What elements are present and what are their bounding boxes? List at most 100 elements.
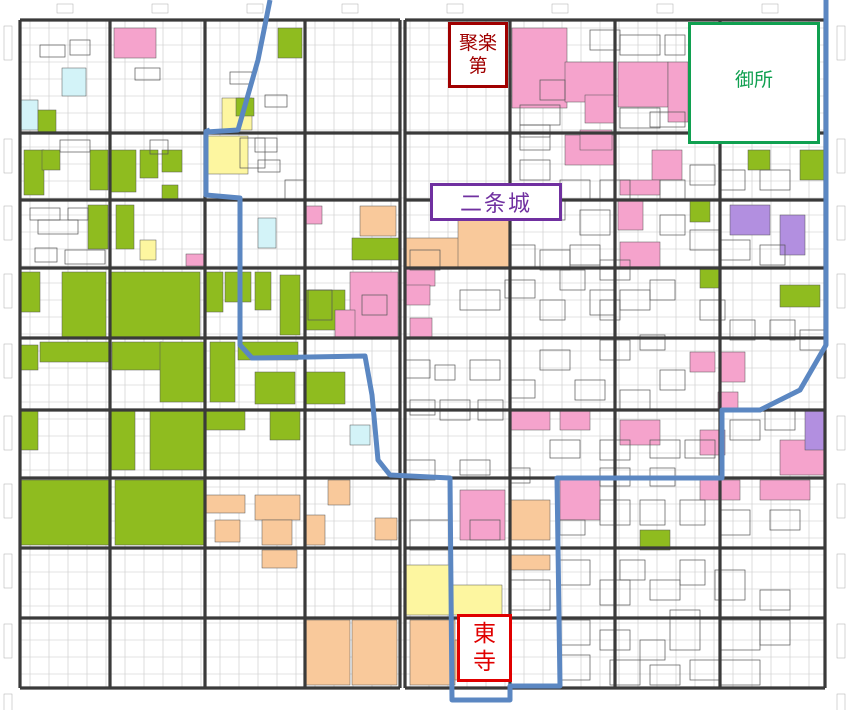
land-block (619, 179, 661, 196)
row-marker (3, 343, 13, 379)
land-block (303, 205, 323, 225)
building-outline (669, 609, 701, 651)
row-marker (3, 273, 13, 309)
land-block (23, 149, 45, 196)
building-outline (684, 439, 716, 459)
land-block (19, 271, 41, 313)
land-block (139, 149, 159, 179)
nijojo-label: 二条城 (430, 183, 562, 221)
building-outline (67, 207, 89, 221)
land-block (404, 284, 431, 306)
land-block (374, 517, 398, 541)
land-block (19, 99, 39, 131)
building-outline (229, 71, 253, 85)
building-outline (539, 79, 566, 101)
column-marker (761, 3, 779, 14)
land-block (459, 489, 506, 541)
land-block (559, 479, 601, 521)
land-block (279, 274, 301, 336)
land-block (747, 149, 771, 171)
row-marker (836, 553, 846, 589)
land-block (327, 479, 351, 506)
land-block (304, 514, 326, 546)
building-outline (459, 459, 491, 476)
land-block (359, 205, 397, 237)
building-outline (689, 229, 721, 251)
building-outline (719, 239, 751, 261)
building-outline (679, 499, 706, 526)
row-marker (836, 25, 846, 61)
building-outline (589, 289, 616, 316)
land-block (689, 351, 716, 373)
column-marker (656, 3, 674, 14)
building-outline (689, 164, 716, 186)
building-outline (649, 439, 681, 459)
land-block (257, 217, 277, 249)
building-outline (759, 619, 791, 646)
building-outline (639, 499, 666, 526)
building-outline (729, 419, 761, 441)
building-outline (254, 137, 278, 153)
land-block (779, 284, 821, 308)
building-outline (719, 169, 746, 191)
row-marker (836, 138, 846, 174)
land-block (559, 409, 591, 431)
building-outline (619, 559, 646, 581)
row-marker (3, 415, 13, 451)
land-block (61, 271, 107, 338)
building-outline (649, 579, 681, 601)
building-outline (307, 289, 333, 321)
building-outline (619, 107, 661, 129)
building-outline (504, 279, 536, 299)
building-outline (257, 159, 281, 173)
land-block (204, 494, 246, 514)
land-block (451, 584, 503, 616)
row-marker (3, 205, 13, 241)
land-block (109, 409, 136, 471)
building-outline (519, 124, 551, 138)
building-outline (539, 349, 571, 371)
building-outline (689, 659, 721, 681)
land-block (261, 549, 298, 569)
building-outline (559, 269, 586, 291)
building-outline (759, 244, 786, 266)
building-outline (29, 207, 61, 221)
building-outline (574, 379, 606, 401)
land-block (209, 341, 236, 403)
land-block (729, 204, 771, 236)
land-block (617, 199, 644, 231)
building-outline (549, 439, 581, 459)
building-outline (509, 244, 536, 268)
land-block (719, 351, 746, 383)
building-outline (659, 369, 686, 391)
land-block (304, 371, 346, 405)
building-outline (59, 139, 91, 153)
land-block (185, 253, 205, 267)
building-outline (559, 179, 591, 201)
row-marker (836, 273, 846, 309)
land-block (457, 219, 511, 269)
land-block (579, 129, 613, 151)
row-marker (836, 415, 846, 451)
building-outline (619, 34, 661, 56)
land-block (619, 419, 661, 446)
land-block (639, 529, 671, 551)
row-marker (836, 343, 846, 379)
building-outline (729, 319, 756, 341)
land-block (109, 271, 201, 338)
land-block (109, 149, 137, 193)
row-marker (836, 623, 846, 659)
row-marker (836, 693, 846, 710)
row-marker (3, 138, 13, 174)
building-outline (569, 244, 601, 266)
column-marker (446, 3, 464, 14)
land-block (509, 409, 551, 431)
building-outline (559, 559, 591, 586)
building-outline (759, 589, 791, 611)
land-block (351, 619, 398, 686)
row-marker (3, 693, 13, 710)
boundary-line-segment (204, 127, 211, 135)
building-outline (64, 249, 106, 265)
land-block (689, 199, 711, 223)
